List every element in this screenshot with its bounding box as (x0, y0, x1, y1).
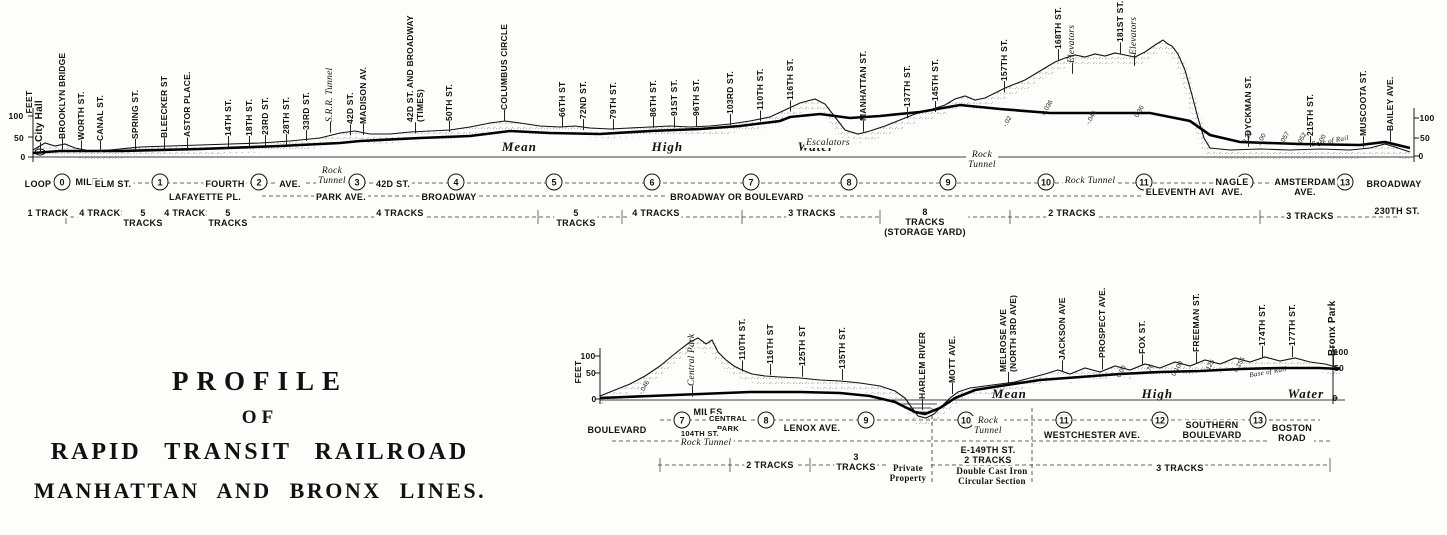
bottom-track-line (599, 366, 1341, 416)
top-right-axis (1413, 108, 1419, 162)
title-line-3: RAPID TRANSIT RAILROAD (50, 439, 470, 465)
title-line-2: OF (241, 407, 279, 428)
harlem-river-water (903, 403, 937, 413)
top-terrain-line (32, 39, 1411, 153)
bottom-profile-group (595, 337, 1345, 482)
top-terrain-hatch (30, 39, 1412, 162)
title-line-1: PROFILE (171, 366, 348, 396)
top-track-line (32, 103, 1411, 155)
bottom-dashed-rows (612, 408, 1330, 482)
bottom-track-ticks (659, 458, 1331, 472)
bottom-right-axis (1332, 345, 1338, 404)
bottom-terrain-hatch (598, 338, 1342, 428)
top-left-axis (28, 108, 34, 162)
bottom-left-axis (595, 348, 601, 404)
title-block: PROFILE OF RAPID TRANSIT RAILROAD MANHAT… (0, 366, 520, 504)
top-profile-group (28, 39, 1419, 224)
top-dashed-rows (70, 182, 1400, 218)
title-line-4: MANHATTAN AND BRONX LINES. (33, 478, 487, 503)
